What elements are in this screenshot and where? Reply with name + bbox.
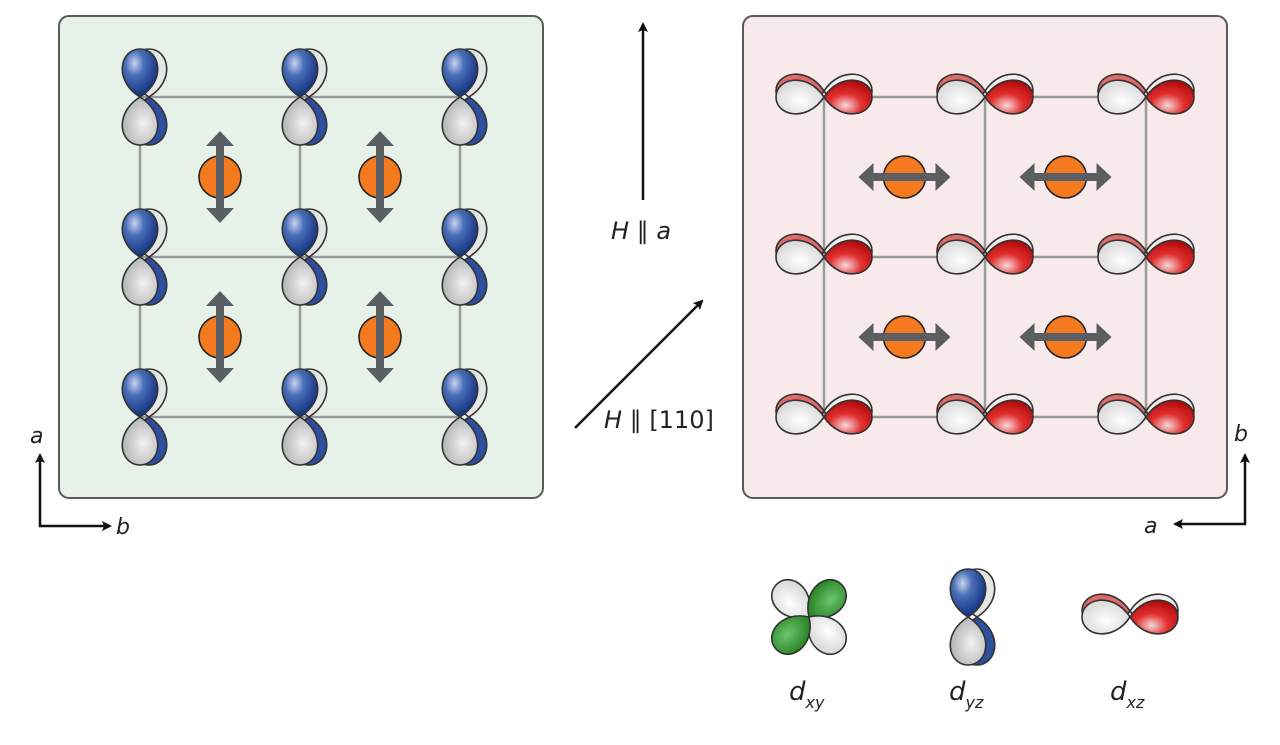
field-label-sep: ∥ xyxy=(629,217,656,245)
spin-arrow-tail xyxy=(366,208,394,223)
spin-moment-icon xyxy=(1019,315,1112,359)
left-orbital-layer xyxy=(121,48,488,466)
field-label-H: H xyxy=(604,406,622,434)
spin-shaft xyxy=(216,141,224,213)
dxz-orbital-icon xyxy=(1097,393,1195,435)
spin-moment-icon xyxy=(858,155,951,199)
spin-arrow-tail xyxy=(1019,163,1035,191)
dxz-orbital-icon xyxy=(1097,73,1195,115)
spin-arrow-tail xyxy=(858,163,874,191)
dyz-orbital-icon xyxy=(281,208,328,306)
dyz-orbital-icon xyxy=(121,208,168,306)
right-spin-layer xyxy=(858,155,1112,359)
spin-arrow-head xyxy=(206,291,234,306)
dxz-orbital-icon xyxy=(936,393,1034,435)
left-axis-indicator: a b xyxy=(30,424,130,540)
field-label-sep: ∥ xyxy=(622,406,649,434)
spin-shaft xyxy=(216,301,224,373)
field-label-direction: [110] xyxy=(649,406,714,434)
dyz-orbital-icon xyxy=(121,48,168,146)
right-axis-up-label: b xyxy=(1234,422,1248,447)
right-panel xyxy=(742,15,1228,499)
dyz-orbital-icon xyxy=(281,48,328,146)
spin-moment-icon xyxy=(358,131,402,223)
spin-moment-icon xyxy=(198,131,242,223)
right-axis-indicator: b a xyxy=(1144,422,1250,539)
spin-shaft xyxy=(868,333,941,341)
legend-dxz-label: dxz xyxy=(1110,677,1145,712)
spin-arrow-head xyxy=(935,163,951,191)
spin-moment-icon xyxy=(358,291,402,383)
field-label-axis: a xyxy=(656,217,671,245)
dxz-orbital-icon xyxy=(936,233,1034,275)
dxz-orbital-icon xyxy=(1081,593,1179,635)
orbital-legend: dxy dyz dxz xyxy=(770,568,1179,712)
spin-moment-icon xyxy=(198,291,242,383)
dyz-orbital-icon xyxy=(949,568,996,666)
legend-dxy-icon xyxy=(770,578,848,656)
spin-arrow-head xyxy=(366,131,394,146)
spin-arrow-tail xyxy=(206,208,234,223)
legend-dyz-label: dyz xyxy=(949,677,984,712)
left-axis-up-label: a xyxy=(30,424,43,449)
legend-dxz-icon xyxy=(1081,593,1179,635)
spin-arrow-tail xyxy=(858,323,874,351)
field-arrow-diagonal-label: H ∥ [110] xyxy=(604,406,714,434)
left-spin-layer xyxy=(198,131,402,383)
right-axis-left-label: a xyxy=(1144,514,1157,539)
spin-moment-icon xyxy=(858,315,951,359)
dxz-orbital-icon xyxy=(1097,233,1195,275)
dyz-orbital-icon xyxy=(441,48,488,146)
field-arrow-diagonal-line xyxy=(574,299,704,429)
left-axis-right-label: b xyxy=(116,515,130,540)
dxy-orbital-icon xyxy=(770,578,848,656)
dxz-orbital-icon xyxy=(775,73,873,115)
spin-shaft xyxy=(376,301,384,373)
spin-arrow-head xyxy=(935,323,951,351)
field-arrow-vertical: H ∥ a xyxy=(611,22,671,245)
spin-shaft xyxy=(376,141,384,213)
spin-arrow-tail xyxy=(366,368,394,383)
field-label-H: H xyxy=(611,217,629,245)
dxz-orbital-icon xyxy=(775,393,873,435)
dyz-orbital-icon xyxy=(121,368,168,466)
legend-dyz-icon xyxy=(949,568,996,666)
spin-arrow-head xyxy=(1096,163,1112,191)
spin-arrow-tail xyxy=(206,368,234,383)
spin-moment-icon xyxy=(1019,155,1112,199)
spin-arrow-tail xyxy=(1019,323,1035,351)
left-panel xyxy=(58,15,544,499)
dxz-orbital-icon xyxy=(936,73,1034,115)
spin-arrow-head xyxy=(206,131,234,146)
dyz-orbital-icon xyxy=(281,368,328,466)
field-arrow-vertical-label: H ∥ a xyxy=(611,217,671,245)
spin-shaft xyxy=(1029,173,1102,181)
dyz-orbital-icon xyxy=(441,368,488,466)
legend-dxy-label: dxy xyxy=(789,677,825,712)
right-orbital-layer xyxy=(775,73,1195,435)
spin-shaft xyxy=(868,173,941,181)
field-arrow-diagonal: H ∥ [110] xyxy=(574,299,714,434)
spin-arrow-head xyxy=(1096,323,1112,351)
dyz-orbital-icon xyxy=(441,208,488,306)
spin-arrow-head xyxy=(366,291,394,306)
dxz-orbital-icon xyxy=(775,233,873,275)
spin-shaft xyxy=(1029,333,1102,341)
